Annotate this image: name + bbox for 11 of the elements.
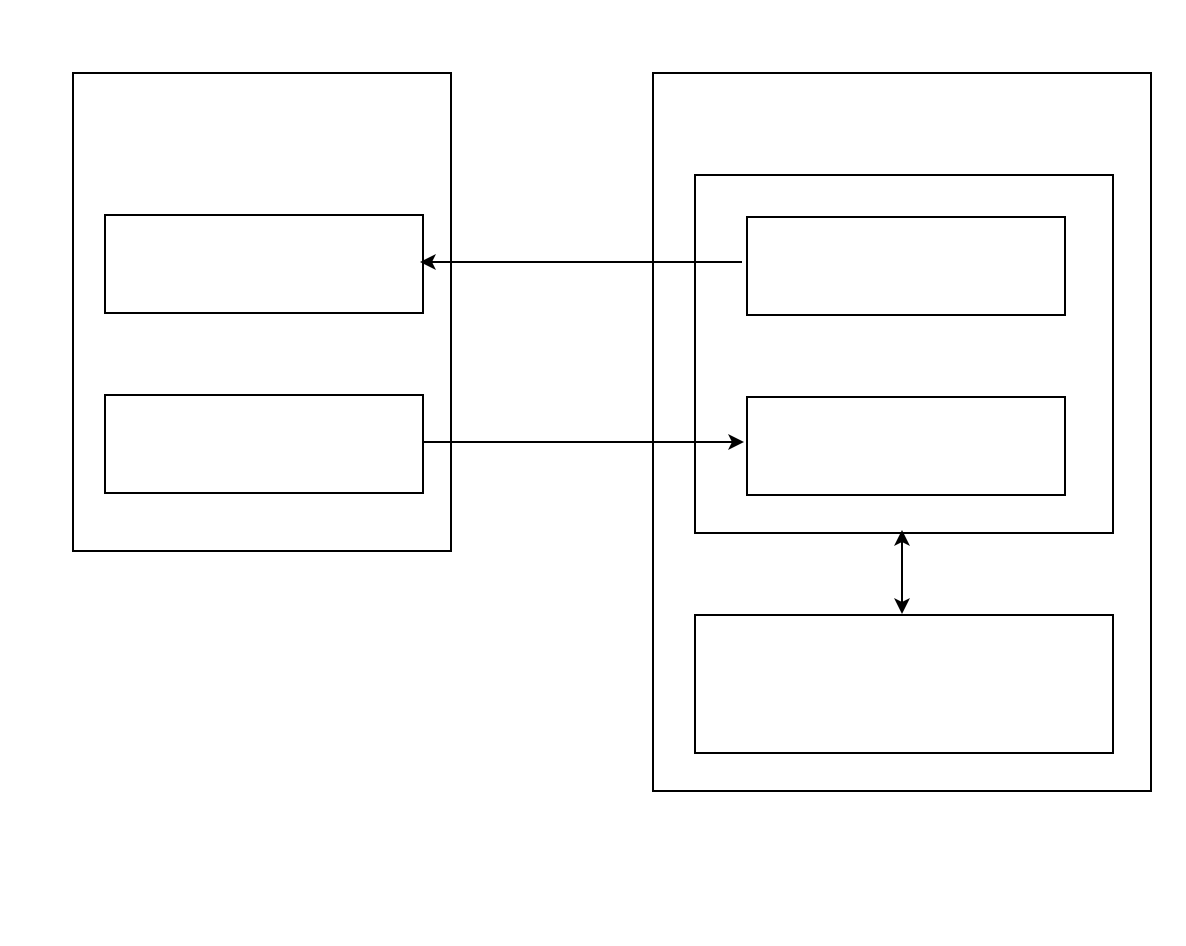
process-box: [746, 216, 1066, 316]
process-box: [104, 214, 424, 314]
container-box: [72, 72, 452, 552]
arrow: [420, 254, 743, 270]
process-box: [694, 614, 1114, 754]
process-box: [694, 174, 1114, 534]
arrow: [421, 434, 744, 450]
container-box: [652, 72, 1152, 792]
process-box: [104, 394, 424, 494]
arrow: [894, 530, 910, 614]
process-box: [746, 396, 1066, 496]
